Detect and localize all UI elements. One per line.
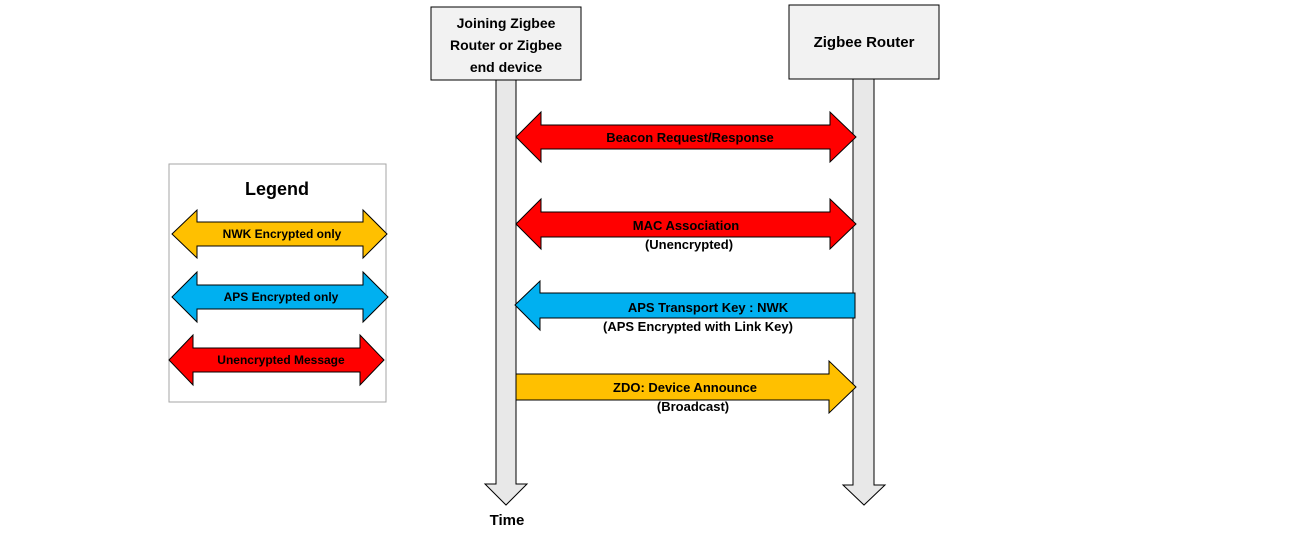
message-aps-transport-key: APS Transport Key : NWK (APS Encrypted w… xyxy=(514,279,856,334)
joining-device-label-line2: Router or Zigbee xyxy=(450,37,562,53)
legend-title: Legend xyxy=(245,179,309,199)
router-lifeline xyxy=(841,78,887,506)
message-beacon-request-response: Beacon Request/Response xyxy=(515,110,857,164)
zigbee-router-label: Zigbee Router xyxy=(814,34,915,51)
aps-transport-key-label: APS Transport Key : NWK xyxy=(628,300,789,315)
message-mac-association: MAC Association (Unencrypted) xyxy=(515,197,857,252)
legend-unencrypted-label: Unencrypted Message xyxy=(217,353,345,367)
zdo-device-announce-sublabel: (Broadcast) xyxy=(657,399,729,414)
legend-nwk-encrypted-label: NWK Encrypted only xyxy=(223,227,342,241)
legend-aps-encrypted-arrow xyxy=(171,270,389,324)
aps-transport-key-sublabel: (APS Encrypted with Link Key) xyxy=(603,319,793,334)
joining-device-box: Joining Zigbee Router or Zigbee end devi… xyxy=(430,6,582,81)
zdo-device-announce-label: ZDO: Device Announce xyxy=(613,380,757,395)
zdo-device-announce-arrow xyxy=(515,359,857,415)
message-zdo-device-announce: ZDO: Device Announce (Broadcast) xyxy=(515,359,857,415)
mac-association-double-arrow xyxy=(515,197,857,251)
beacon-label: Beacon Request/Response xyxy=(606,130,774,145)
time-label: Time xyxy=(490,512,525,529)
joining-lifeline xyxy=(483,79,529,506)
joining-device-label-line1: Joining Zigbee xyxy=(457,15,556,31)
legend: Legend NWK Encrypted only APS Encrypted … xyxy=(168,163,389,403)
joining-device-label-line3: end device xyxy=(470,59,543,75)
legend-nwk-encrypted-arrow xyxy=(171,208,388,260)
mac-association-label: MAC Association xyxy=(633,218,739,233)
mac-association-sublabel: (Unencrypted) xyxy=(645,237,733,252)
legend-aps-encrypted-label: APS Encrypted only xyxy=(224,290,339,304)
zigbee-router-box: Zigbee Router xyxy=(788,4,940,80)
beacon-double-arrow xyxy=(515,110,857,164)
legend-unencrypted-arrow xyxy=(168,333,385,387)
aps-transport-key-arrow xyxy=(514,279,856,332)
